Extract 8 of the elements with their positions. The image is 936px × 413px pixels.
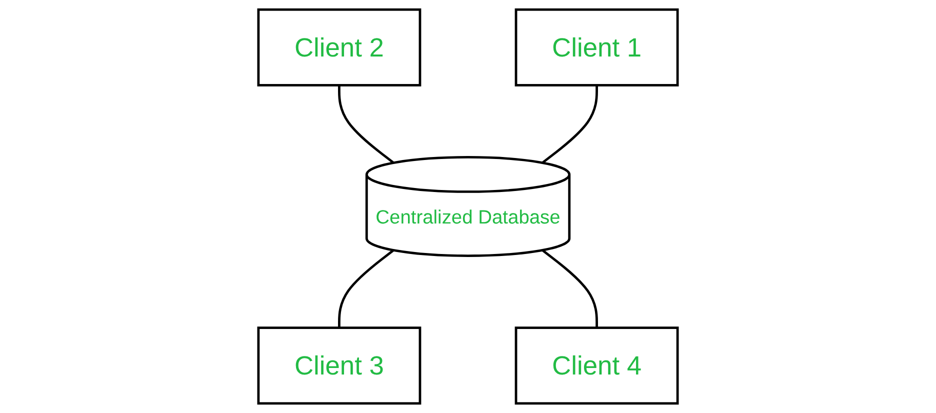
node-box: Client 2 bbox=[257, 8, 422, 86]
node-box: Client 3 bbox=[257, 326, 422, 405]
connector bbox=[338, 249, 394, 328]
node-box: Client 1 bbox=[514, 8, 679, 86]
connector bbox=[542, 85, 598, 164]
connector bbox=[338, 85, 394, 164]
connector bbox=[542, 249, 598, 328]
node-box: Client 4 bbox=[514, 326, 679, 405]
